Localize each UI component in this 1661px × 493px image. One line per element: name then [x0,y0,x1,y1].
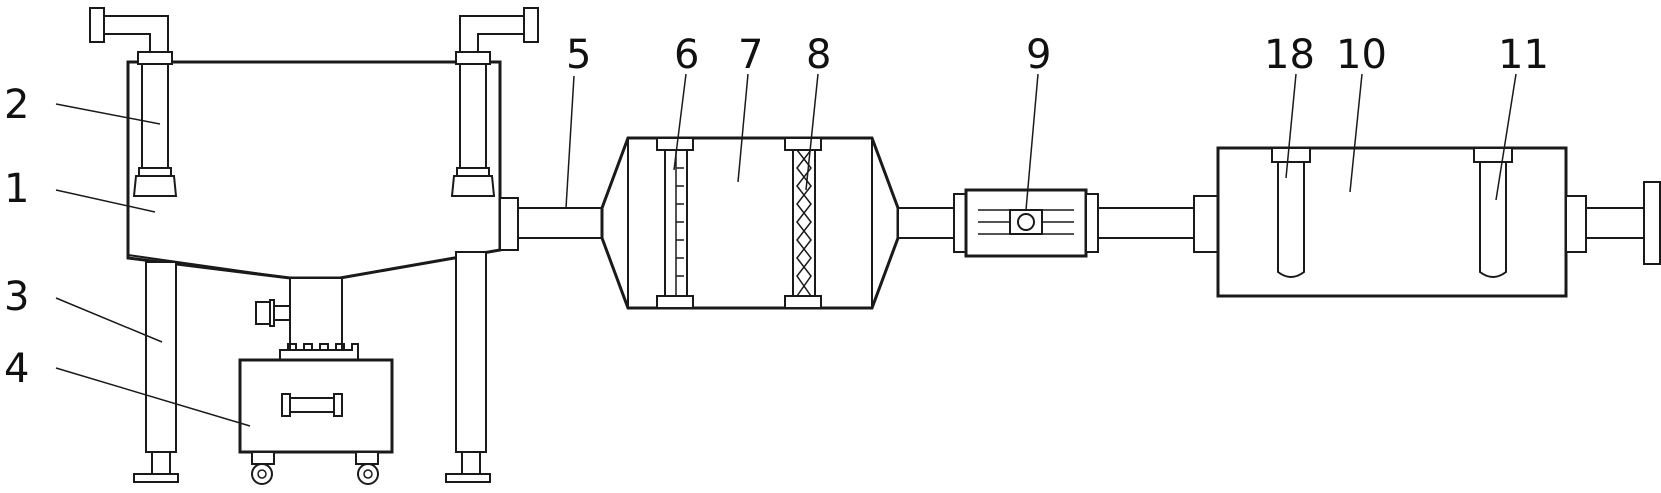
label-11: 11 [1498,32,1549,78]
leader-1 [55,189,156,213]
label-18: 18 [1264,32,1315,78]
support-legs [133,251,491,483]
leader-3 [55,297,163,343]
label-9: 9 [1026,32,1051,78]
leader-6 [673,73,687,171]
leader-5 [565,75,575,209]
pump [953,188,1099,258]
label-1: 1 [4,166,29,212]
leader-18 [1285,73,1297,179]
label-7: 7 [738,32,763,78]
leader-8 [805,73,819,191]
pipe-to-pump [897,207,955,239]
leader-4 [55,367,251,427]
tank [126,60,502,280]
leader-10 [1349,73,1363,193]
label-3: 3 [4,274,29,320]
filter-housing [600,136,900,310]
leader-9 [1025,73,1039,211]
pipe-to-treatment-tank [1097,207,1195,239]
inlet-pipe-right [450,7,539,197]
label-4: 4 [4,346,29,392]
leader-7 [737,73,749,183]
label-6: 6 [674,32,699,78]
collection-box [238,343,394,485]
inlet-pipe-left [89,7,178,197]
bottom-outlet-pipe [255,277,343,351]
label-2: 2 [4,82,29,128]
label-10: 10 [1336,32,1387,78]
label-8: 8 [806,32,831,78]
treatment-tank [1193,146,1661,298]
leader-11 [1495,73,1517,201]
label-5: 5 [566,32,591,78]
connecting-pipe [499,197,603,251]
leader-2 [55,103,161,125]
